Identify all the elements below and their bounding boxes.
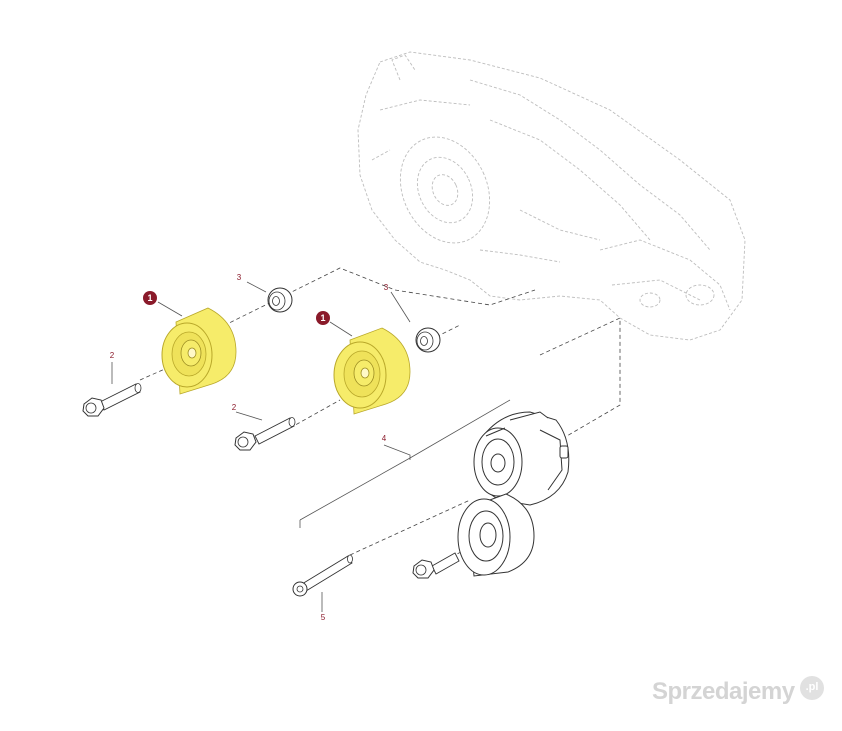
callout-2-left: 2 bbox=[110, 351, 115, 360]
long-mounting-bolt bbox=[292, 554, 353, 597]
washer-right bbox=[415, 327, 441, 353]
callout-2-right: 2 bbox=[232, 403, 237, 412]
callout-4: 4 bbox=[382, 434, 387, 443]
callout-1-right: 1 bbox=[320, 313, 325, 323]
callout-3-left: 3 bbox=[237, 273, 242, 282]
callout-1-left: 1 bbox=[147, 293, 152, 303]
watermark-tld-badge: .pl bbox=[800, 676, 824, 700]
callout-3-right: 3 bbox=[384, 283, 389, 292]
callout-badge-1-right bbox=[316, 311, 330, 325]
callout-labels: 1 1 2 2 3 3 4 5 bbox=[110, 273, 389, 622]
tensioner-pulley-bolt bbox=[412, 552, 460, 579]
belt-tensioner-assembly bbox=[457, 411, 570, 577]
idler-pulley-left bbox=[161, 307, 237, 395]
idler-pulley-right bbox=[333, 327, 411, 415]
callout-leaders bbox=[111, 281, 511, 612]
flange-bolt-right bbox=[234, 417, 296, 451]
flange-bolt-left bbox=[82, 383, 142, 417]
callout-badge-1-left bbox=[143, 291, 157, 305]
callout-5: 5 bbox=[321, 613, 326, 622]
watermark-brand: Sprzedajemy bbox=[652, 678, 795, 705]
washer-left bbox=[267, 287, 293, 313]
engine-block-ghost bbox=[357, 51, 746, 341]
